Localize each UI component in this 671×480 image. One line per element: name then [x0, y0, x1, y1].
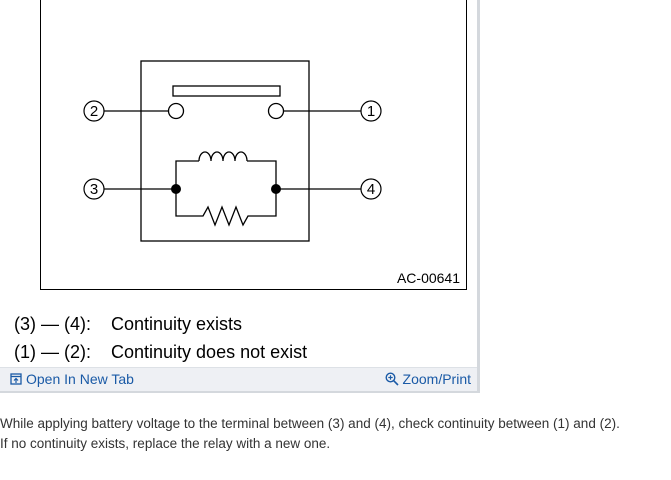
zoom-print-label: Zoom/Print: [402, 371, 471, 387]
relay-diagram: 2 1 3 4 AC-00641: [40, 0, 467, 290]
open-in-new-tab-button[interactable]: Open In New Tab: [10, 371, 134, 387]
resistor-symbol: [175, 189, 277, 227]
zoom-print-button[interactable]: Zoom/Print: [385, 371, 471, 387]
terminal-label-2: 2: [90, 103, 98, 120]
terminal-label-1: 1: [367, 103, 375, 120]
legend-terminal-pair: (1) — (2):: [14, 342, 92, 362]
open-new-tab-icon: [10, 373, 22, 385]
terminal-label-4: 4: [367, 181, 375, 198]
diagram-code: AC-00641: [396, 270, 460, 286]
legend-status: Continuity exists: [111, 314, 243, 334]
figure-toolbar: Open In New Tab Zoom/Print: [0, 367, 477, 391]
contact-2: [167, 102, 185, 120]
terminal-label-3: 3: [90, 181, 98, 198]
switch-contact-bar: [172, 85, 281, 97]
open-in-new-tab-label: Open In New Tab: [26, 371, 134, 387]
legend-status: Continuity does not exist: [111, 342, 308, 362]
instructions-text: While applying battery voltage to the te…: [0, 414, 671, 454]
legend-line: (3) — (4): Continuity exists: [14, 314, 242, 335]
legend-line: (1) — (2): Continuity does not exist: [14, 342, 307, 363]
coil-symbol: [198, 151, 248, 162]
legend-terminal-pair: (3) — (4):: [14, 314, 92, 334]
figure-card: 2 1 3 4 AC-00641 (3) — (4): Continuity ex…: [0, 0, 480, 393]
instruction-line: While applying battery voltage to the te…: [0, 416, 620, 431]
contact-1: [267, 102, 285, 120]
instruction-line: If no continuity exists, replace the rel…: [0, 436, 331, 451]
magnifier-plus-icon: [385, 372, 399, 386]
relay-schematic: 2 1 3 4: [83, 60, 382, 242]
relay-housing: [140, 60, 310, 242]
